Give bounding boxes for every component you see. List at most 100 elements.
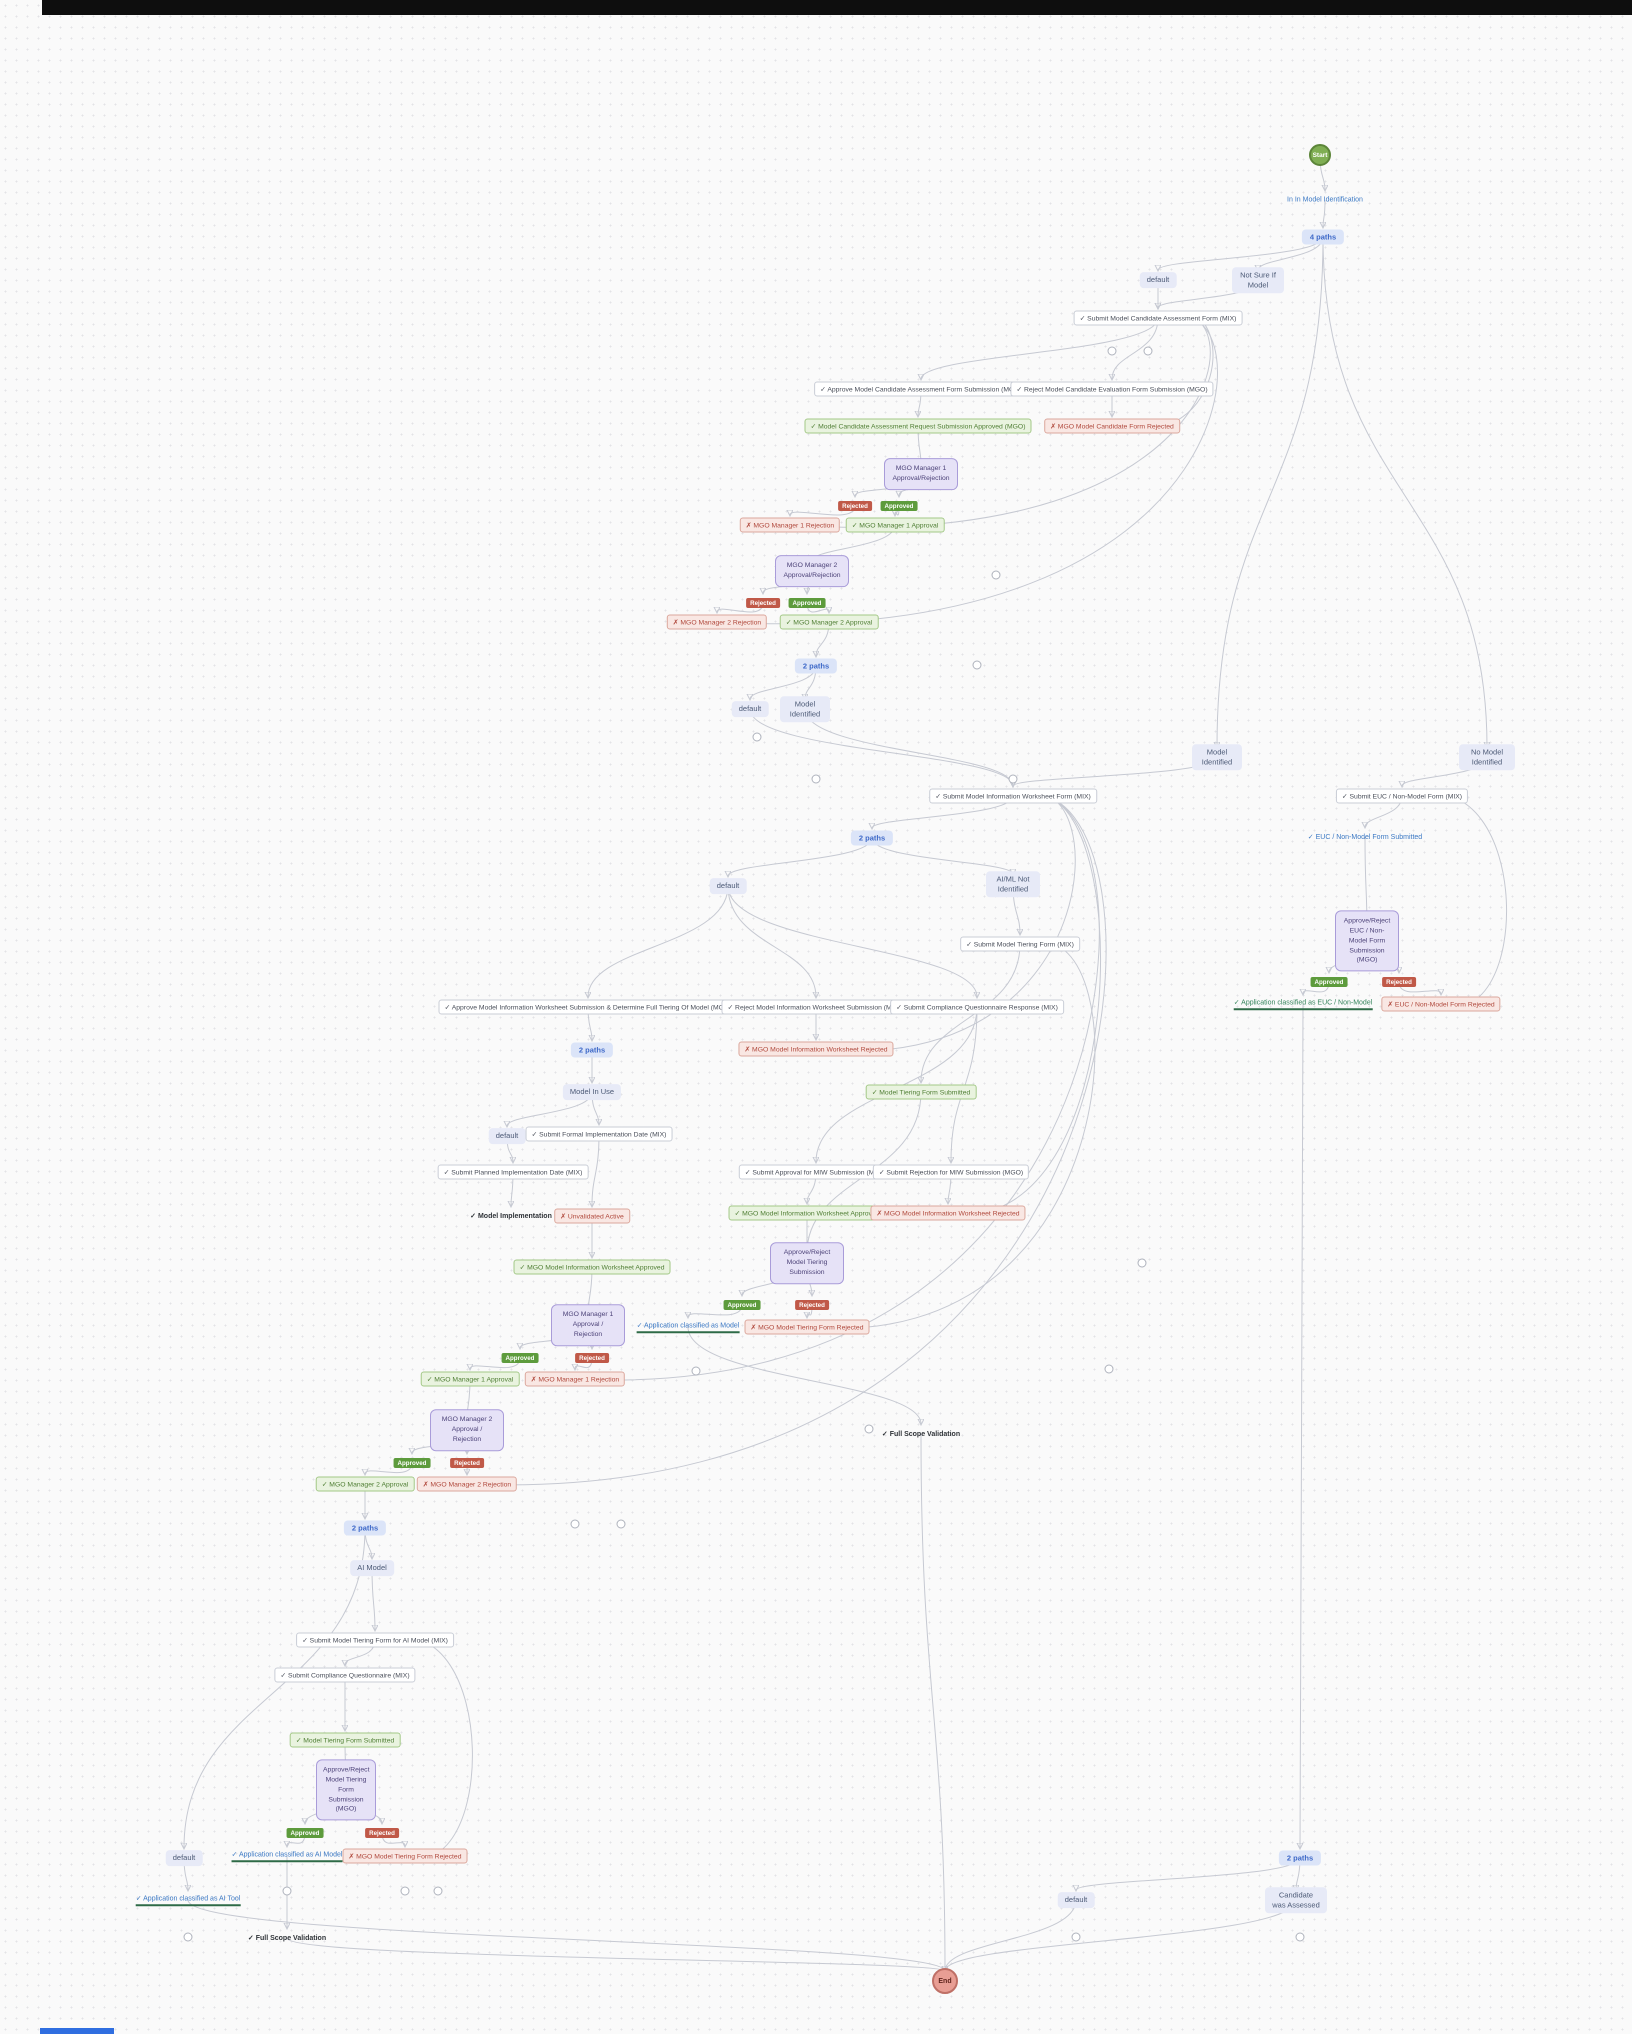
node-b-app6[interactable]: Approved <box>393 1458 431 1468</box>
node-e-mtf-rej2[interactable]: ✗ MGO Model Tiering Form Rejected <box>342 1848 468 1864</box>
node-a-planned-date[interactable]: ✓ Submit Planned Implementation Date (MI… <box>437 1164 589 1180</box>
node-e-m2-app[interactable]: ✓ MGO Manager 2 Approval <box>779 614 879 630</box>
node-b-app7[interactable]: Approved <box>286 1828 324 1838</box>
edge-a-submit-mtf-to-e-mtf-sub1 <box>921 943 1021 1082</box>
node-p2d[interactable]: 2 paths <box>343 1520 387 1536</box>
node-a-reject-miw[interactable]: ✓ Reject Model Information Worksheet Sub… <box>721 999 911 1015</box>
node-dec-mtf2[interactable]: Approve/Reject Model Tiering Form Submis… <box>316 1759 376 1821</box>
node-b-rej4[interactable]: Rejected <box>795 1300 829 1310</box>
node-e-euc-rej[interactable]: ✗ EUC / Non-Model Form Rejected <box>1381 996 1501 1012</box>
node-dec-mts[interactable]: Approve/Reject Model Tiering Submission <box>770 1242 844 1284</box>
node-model-in-use[interactable]: Model In Use <box>562 1084 622 1100</box>
node-lnk-ai-model[interactable]: ✓ Application classified as AI Model <box>231 1850 343 1862</box>
node-e-mtf-sub1[interactable]: ✓ Model Tiering Form Submitted <box>865 1084 977 1100</box>
node-e-miw-rej1[interactable]: ✗ MGO Model Information Worksheet Reject… <box>738 1041 894 1057</box>
node-t-model-impl[interactable]: ✓ Model Implementation <box>470 1213 552 1220</box>
node-ai-model[interactable]: AI Model <box>350 1560 394 1576</box>
node-e-mtf-sub2[interactable]: ✓ Model Tiering Form Submitted <box>289 1732 401 1748</box>
node-b-rej1[interactable]: Rejected <box>838 501 872 511</box>
node-e-m1b-rej[interactable]: ✗ MGO Manager 1 Rejection <box>524 1371 626 1387</box>
node-lnk-euc-sub[interactable]: ✓ EUC / Non-Model Form Submitted <box>1307 834 1423 841</box>
edge-e-mtf-rej1-to-a-submit-mtf <box>806 943 1096 1329</box>
node-start[interactable]: Start <box>1309 144 1331 166</box>
node-e-m2-rej[interactable]: ✗ MGO Manager 2 Rejection <box>666 614 768 630</box>
node-aiml-not[interactable]: AI/ML Not Identified <box>986 871 1040 897</box>
junction-dot <box>752 732 762 742</box>
junction-dot <box>1104 1364 1114 1374</box>
node-dec4[interactable]: MGO Manager 2 Approval / Rejection <box>430 1409 504 1451</box>
node-d1[interactable]: default <box>1139 272 1177 288</box>
node-model-id2[interactable]: Model Identified <box>1192 744 1242 770</box>
node-a-submit-miw[interactable]: ✓ Submit Model Information Worksheet For… <box>929 788 1097 804</box>
node-a-formal-date[interactable]: ✓ Submit Formal Implementation Date (MIX… <box>525 1126 673 1142</box>
node-d5[interactable]: default <box>165 1850 203 1866</box>
node-e-m2b-app[interactable]: ✓ MGO Manager 2 Approval <box>315 1476 415 1492</box>
node-b-rej7[interactable]: Rejected <box>365 1828 399 1838</box>
edge-cand-assessed-to-end <box>945 1899 1297 1971</box>
node-p2a[interactable]: 2 paths <box>794 658 838 674</box>
node-a-reject-miw2[interactable]: ✓ Submit Rejection for MIW Submission (M… <box>872 1164 1030 1180</box>
edge-p4-to-d1 <box>1158 236 1324 270</box>
node-cand-assessed[interactable]: Candidate was Assessed <box>1265 1887 1327 1913</box>
node-end[interactable]: End <box>932 1968 958 1994</box>
node-dec-euc[interactable]: Approve/Reject EUC / Non-Model Form Subm… <box>1335 910 1399 972</box>
node-p2b[interactable]: 2 paths <box>850 830 894 846</box>
edge-e-m2-rej-to-a-submit-mca <box>716 316 1218 625</box>
node-d6[interactable]: default <box>1057 1892 1095 1908</box>
node-b-app4[interactable]: Approved <box>723 1300 761 1310</box>
node-b-app1[interactable]: Approved <box>880 501 918 511</box>
node-e-mtf-rej1[interactable]: ✗ MGO Model Tiering Form Rejected <box>744 1319 870 1335</box>
edge-e-euc-rej-to-a-submit-euc <box>1416 794 1508 1007</box>
node-dec2[interactable]: MGO Manager 2 Approval/Rejection <box>775 555 849 587</box>
node-no-model[interactable]: No Model Identified <box>1459 744 1515 770</box>
node-p4[interactable]: 4 paths <box>1301 229 1345 245</box>
node-b-app5[interactable]: Approved <box>501 1353 539 1363</box>
node-lnk-model[interactable]: ✓ Application classified as Model <box>636 1321 740 1333</box>
node-dec1[interactable]: MGO Manager 1 Approval/Rejection <box>884 458 958 490</box>
node-model-id1[interactable]: Model Identified <box>780 696 830 722</box>
node-d2[interactable]: default <box>731 701 769 717</box>
edge-e-m2b-rej-to-a-submit-miw <box>466 795 1107 1486</box>
node-lnk-in-model-id[interactable]: In In Model Identification <box>1287 196 1363 204</box>
node-d4[interactable]: default <box>488 1128 526 1144</box>
node-a-submit-mca[interactable]: ✓ Submit Model Candidate Assessment Form… <box>1073 310 1243 326</box>
node-p2e[interactable]: 2 paths <box>1278 1850 1322 1866</box>
edge-d2-to-a-submit-miw <box>749 708 1013 786</box>
node-a-submit-cqr[interactable]: ✓ Submit Compliance Questionnaire Respon… <box>890 999 1064 1015</box>
node-a-mtf-ai[interactable]: ✓ Submit Model Tiering Form for AI Model… <box>296 1632 454 1648</box>
node-a-reject-mce[interactable]: ✓ Reject Model Candidate Evaluation Form… <box>1010 381 1214 397</box>
node-not-sure[interactable]: Not Sure If Model <box>1232 267 1284 293</box>
node-e-m1-rej[interactable]: ✗ MGO Manager 1 Rejection <box>739 517 841 533</box>
node-t-fsv2[interactable]: ✓ Full Scope Validation <box>247 1935 327 1942</box>
node-b-rej2[interactable]: Rejected <box>746 598 780 608</box>
node-a-submit-mtf[interactable]: ✓ Submit Model Tiering Form (MIX) <box>960 936 1080 952</box>
node-b-rej3[interactable]: Rejected <box>1382 977 1416 987</box>
node-e-mca-approved[interactable]: ✓ Model Candidate Assessment Request Sub… <box>804 418 1032 434</box>
node-a-cq2[interactable]: ✓ Submit Compliance Questionnaire (MIX) <box>274 1667 416 1683</box>
node-e-m2b-rej[interactable]: ✗ MGO Manager 2 Rejection <box>416 1476 518 1492</box>
node-lnk-ai-tool[interactable]: ✓ Application classified as AI Tool <box>135 1894 241 1906</box>
node-a-approve-miw2[interactable]: ✓ Submit Approval for MIW Submission (MG… <box>738 1164 894 1180</box>
node-b-rej6[interactable]: Rejected <box>450 1458 484 1468</box>
node-e-m1-app[interactable]: ✓ MGO Manager 1 Approval <box>845 517 945 533</box>
node-e-miw-rej2[interactable]: ✗ MGO Model Information Worksheet Reject… <box>870 1205 1026 1221</box>
junction-dot <box>183 1932 193 1942</box>
node-e-miw-app2[interactable]: ✓ MGO Model Information Worksheet Approv… <box>513 1259 671 1275</box>
node-d3[interactable]: default <box>709 878 747 894</box>
node-a-submit-euc[interactable]: ✓ Submit EUC / Non-Model Form (MIX) <box>1335 788 1469 804</box>
node-b-app2[interactable]: Approved <box>788 598 826 608</box>
node-t-fsv1[interactable]: ✓ Full Scope Validation <box>881 1431 961 1438</box>
node-e-mc-rejected[interactable]: ✗ MGO Model Candidate Form Rejected <box>1044 418 1180 434</box>
node-e-miw-app1[interactable]: ✓ MGO Model Information Worksheet Approv… <box>728 1205 886 1221</box>
edge-e-mc-rejected-to-a-submit-mca <box>1111 314 1214 430</box>
node-b-app3[interactable]: Approved <box>1310 977 1348 987</box>
node-p2c[interactable]: 2 paths <box>570 1042 614 1058</box>
node-e-m1b-app[interactable]: ✓ MGO Manager 1 Approval <box>420 1371 520 1387</box>
node-b-rej5[interactable]: Rejected <box>575 1353 609 1363</box>
node-a-approve-miw[interactable]: ✓ Approve Model Information Worksheet Su… <box>438 999 738 1015</box>
node-lnk-euc-class[interactable]: ✓ Application classified as EUC / Non-Mo… <box>1233 998 1373 1010</box>
node-a-approve-mca[interactable]: ✓ Approve Model Candidate Assessment For… <box>814 381 1028 397</box>
node-dec3[interactable]: MGO Manager 1 Approval / Rejection <box>551 1304 625 1346</box>
node-e-unval[interactable]: ✗ Unvalidated Active <box>554 1208 630 1224</box>
